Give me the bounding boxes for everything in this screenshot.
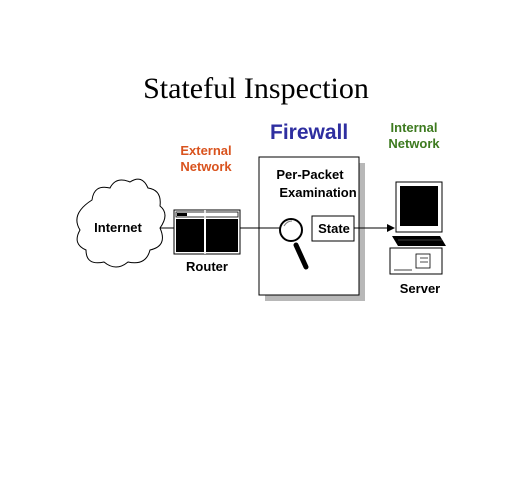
per-packet-line1: Per-Packet: [276, 167, 344, 182]
external-network-line2: Network: [180, 159, 232, 174]
per-packet-line2: Examination: [279, 185, 356, 200]
magnifier-icon: [279, 218, 309, 270]
router-icon: [173, 209, 241, 255]
state-label: State: [318, 221, 350, 236]
external-network-label: External Network: [178, 143, 234, 175]
server-label: Server: [400, 281, 440, 296]
internal-network-label: Internal Network: [384, 120, 444, 152]
router-label: Router: [186, 259, 228, 274]
cloud-icon: [76, 178, 166, 268]
internal-network-line2: Network: [388, 136, 440, 151]
firewall-heading: Firewall: [270, 121, 349, 144]
internet-label: Internet: [94, 220, 142, 235]
server-icon: [389, 181, 446, 275]
external-network-line1: External: [180, 143, 232, 158]
state-box: [311, 215, 355, 242]
internal-network-line1: Internal: [390, 120, 438, 135]
page-title: Stateful Inspection: [143, 72, 369, 105]
